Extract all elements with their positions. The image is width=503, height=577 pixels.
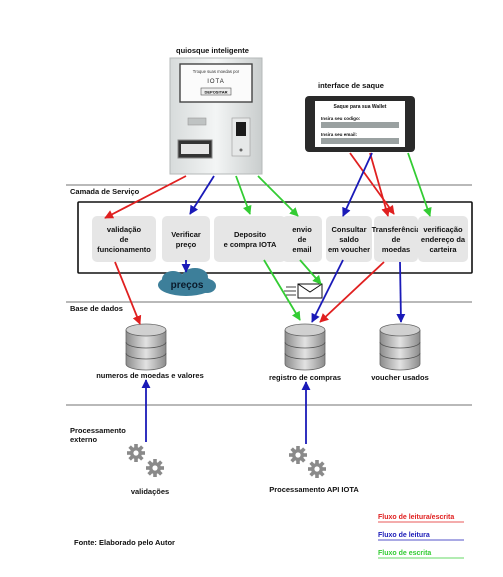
withdraw-title: interface de saque xyxy=(318,81,384,90)
card-slot xyxy=(187,117,207,126)
database-vouchers-label: voucher usados xyxy=(371,373,429,382)
service-email-label: envio xyxy=(292,225,312,234)
service-voucher-balance-label: em voucher xyxy=(328,245,370,254)
service-email-box xyxy=(282,216,322,262)
iota-api-processor-label: Processamento API IOTA xyxy=(269,485,359,494)
gears-icon xyxy=(289,446,326,478)
service-layer-label: Camada de Serviço xyxy=(70,187,140,196)
source-caption: Fonte: Elaborado pelo Autor xyxy=(74,538,175,547)
flow-arrows xyxy=(104,152,432,444)
email-label: Insira seu email: xyxy=(321,132,357,137)
kiosk-screen-text: Troque suas moedas por xyxy=(193,69,240,74)
legend-read-write: Fluxo de leitura/escrita xyxy=(378,514,454,521)
coin-tray-inner xyxy=(181,144,209,154)
service-coin-transfer-label: moedas xyxy=(382,245,410,254)
service-operation-validation-label: funcionamento xyxy=(97,245,151,254)
code-input[interactable] xyxy=(321,122,399,128)
database-purchases: registro de compras xyxy=(269,323,341,382)
service-operation-validation-label: de xyxy=(120,235,129,244)
service-price-check-box xyxy=(162,216,210,262)
kiosk-screen xyxy=(179,63,253,103)
prices-cloud-label: preços xyxy=(171,280,204,291)
database-coins-label: numeros de moedas e valores xyxy=(96,371,204,380)
kiosk-camera-lens xyxy=(236,122,246,136)
database-coins: numeros de moedas e valores xyxy=(96,323,204,380)
service-wallet-verification-label: verificação xyxy=(423,225,463,234)
email-envelope-icon xyxy=(284,283,323,299)
gears-icon xyxy=(127,444,164,477)
service-email-label: email xyxy=(292,245,311,254)
iota-api-processor: Processamento API IOTA xyxy=(269,446,359,494)
service-operation-validation-box xyxy=(92,216,156,262)
service-deposit-purchase-label: Deposito xyxy=(234,230,267,239)
validation-processor-label: validações xyxy=(131,487,169,496)
service-email-label: de xyxy=(298,235,307,244)
service-layer-frame xyxy=(77,201,473,274)
database-layer-label: Base de dados xyxy=(70,304,123,313)
service-deposit-purchase-box xyxy=(214,216,286,262)
service-coin-transfer-label: Transferência xyxy=(372,225,422,234)
withdraw-interface: interface de saque Saque para sua Wallet… xyxy=(305,81,415,152)
deposit-button-label: DEPOSITAR xyxy=(204,90,227,95)
database-purchases-label: registro de compras xyxy=(269,373,341,382)
kiosk-dot xyxy=(239,148,243,152)
service-coin-transfer-box xyxy=(374,216,418,262)
iota-logo: IOTA xyxy=(207,79,225,85)
withdraw-header: Saque para sua Wallet xyxy=(334,104,387,110)
database-vouchers: voucher usados xyxy=(371,323,429,382)
service-wallet-verification-label: carteira xyxy=(429,245,457,254)
service-voucher-balance-label: Consultar xyxy=(331,225,366,234)
email-input[interactable] xyxy=(321,138,399,144)
service-wallet-verification-label: endereço da xyxy=(421,235,466,244)
service-boxes: validaçãodefuncionamentoVerificarpreçoDe… xyxy=(92,216,468,262)
service-wallet-verification-box xyxy=(418,216,468,262)
service-operation-validation-label: validação xyxy=(107,225,142,234)
kiosk: quiosque inteligente Troque suas moedas … xyxy=(169,46,263,175)
service-voucher-balance-label: saldo xyxy=(339,235,359,244)
service-voucher-balance-box xyxy=(326,216,372,262)
deposit-button[interactable] xyxy=(200,87,232,96)
validation-processor: validações xyxy=(127,444,169,496)
service-coin-transfer-label: de xyxy=(392,235,401,244)
legend-read: Fluxo de leitura xyxy=(378,532,430,539)
service-deposit-purchase-label: e compra IOTA xyxy=(224,240,277,249)
kiosk-title: quiosque inteligente xyxy=(176,46,249,55)
code-label: Insira seu codigo: xyxy=(321,116,361,121)
service-price-check-label: preço xyxy=(176,240,197,249)
legend-write: Fluxo de escrita xyxy=(378,550,431,557)
service-price-check-label: Verificar xyxy=(171,230,201,239)
legend: Fluxo de leitura/escrita Fluxo de leitur… xyxy=(378,514,464,559)
